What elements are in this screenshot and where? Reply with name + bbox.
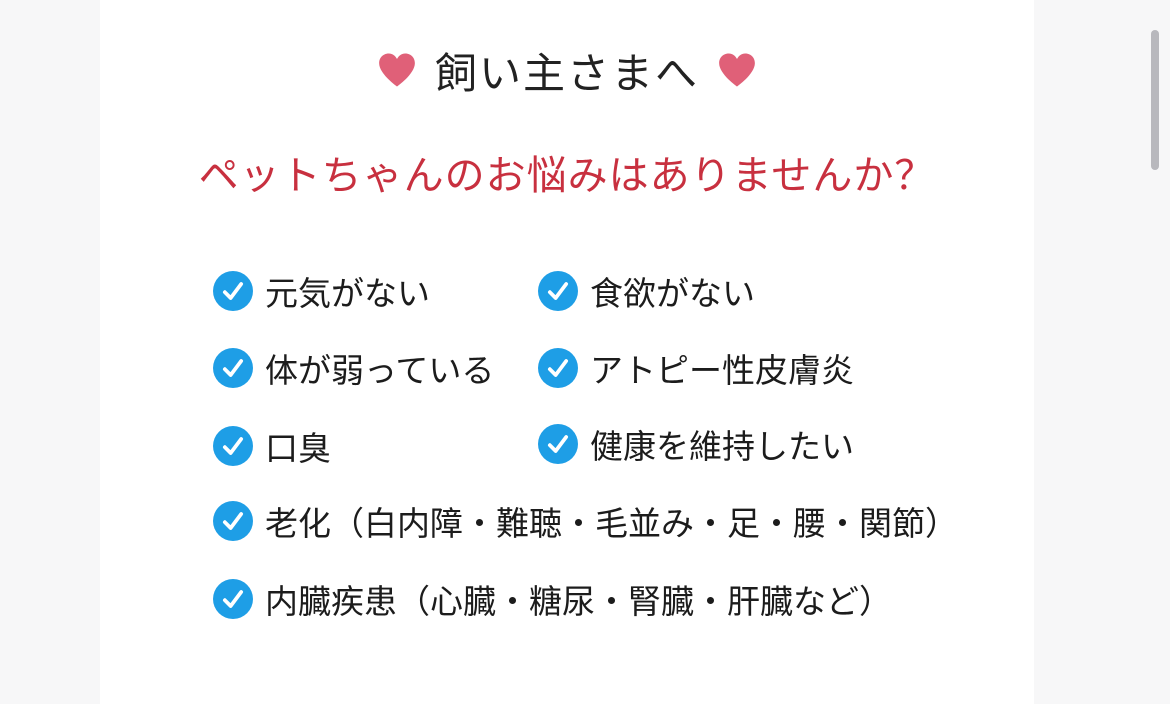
page-title: 飼い主さまへ xyxy=(434,48,699,98)
checklist-item-label: 老化（白内障・難聴・毛並み・足・腰・関節） xyxy=(265,504,958,543)
checklist-item-label: 食欲がない xyxy=(590,274,755,313)
checklist-item: 元気がない xyxy=(213,267,430,315)
scrollbar[interactable] xyxy=(1151,30,1159,170)
heart-icon-right xyxy=(719,53,755,87)
checklist-item-label: 口臭 xyxy=(265,429,331,468)
checklist-item: 老化（白内障・難聴・毛並み・足・腰・関節） xyxy=(213,497,958,545)
check-icon xyxy=(213,501,253,541)
check-icon xyxy=(213,271,253,311)
check-icon xyxy=(213,426,253,466)
checklist-item-label: 元気がない xyxy=(265,274,430,313)
check-icon xyxy=(538,348,578,388)
check-icon xyxy=(538,424,578,464)
page-header: 飼い主さまへ xyxy=(100,40,1034,100)
heart-icon-left xyxy=(379,53,415,87)
checklist-item: 口臭 xyxy=(213,422,331,470)
subtitle: ペットちゃんのお悩みはありませんか？ xyxy=(198,153,936,199)
checklist-item-label: 健康を維持したい xyxy=(590,427,854,466)
check-icon xyxy=(538,271,578,311)
checklist-item: 体が弱っている xyxy=(213,344,494,392)
checklist-item-label: 体が弱っている xyxy=(265,351,495,390)
checklist-item: 健康を維持したい xyxy=(538,420,854,468)
check-icon xyxy=(213,579,253,619)
checklist-item: 食欲がない xyxy=(538,267,755,315)
checklist-item-label: 内臓疾患（心臓・糖尿・腎臓・肝臓など） xyxy=(265,582,892,621)
checklist-item: アトピー性皮膚炎 xyxy=(538,344,854,392)
check-icon xyxy=(213,348,253,388)
checklist-item-label: アトピー性皮膚炎 xyxy=(590,351,854,390)
checklist-item: 内臓疾患（心臓・糖尿・腎臓・肝臓など） xyxy=(213,575,892,623)
